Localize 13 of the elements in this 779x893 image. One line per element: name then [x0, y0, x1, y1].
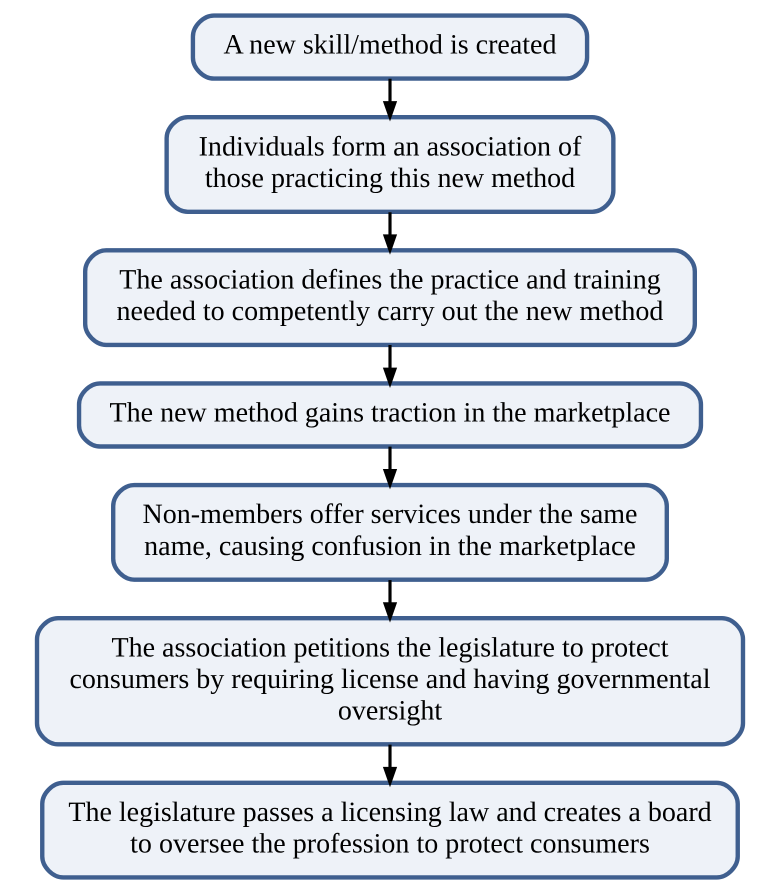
node-box: The new method gains traction in the marketplace — [76, 381, 703, 449]
node-box: Non-members offer services under the same name, causing confusion in the marketplace — [110, 482, 668, 582]
arrow — [382, 580, 397, 623]
arrow — [382, 446, 397, 490]
arrow — [382, 212, 397, 255]
node-box: A new skill/method is created — [190, 13, 589, 81]
node-box: The association petitions the legislature to protect consumers by requiring license and having governmental oversight — [34, 616, 745, 746]
arrow — [382, 78, 397, 122]
node-box: Individuals form an association of those practicing this new method — [164, 114, 616, 214]
arrow — [382, 744, 397, 788]
node-box: The association defines the practice and training needed to competently carry out the new method — [82, 248, 697, 348]
node-box: The legislature passes a licensing law and creates a board to oversee the profession to protect consumers — [40, 780, 740, 880]
arrow — [382, 345, 397, 388]
